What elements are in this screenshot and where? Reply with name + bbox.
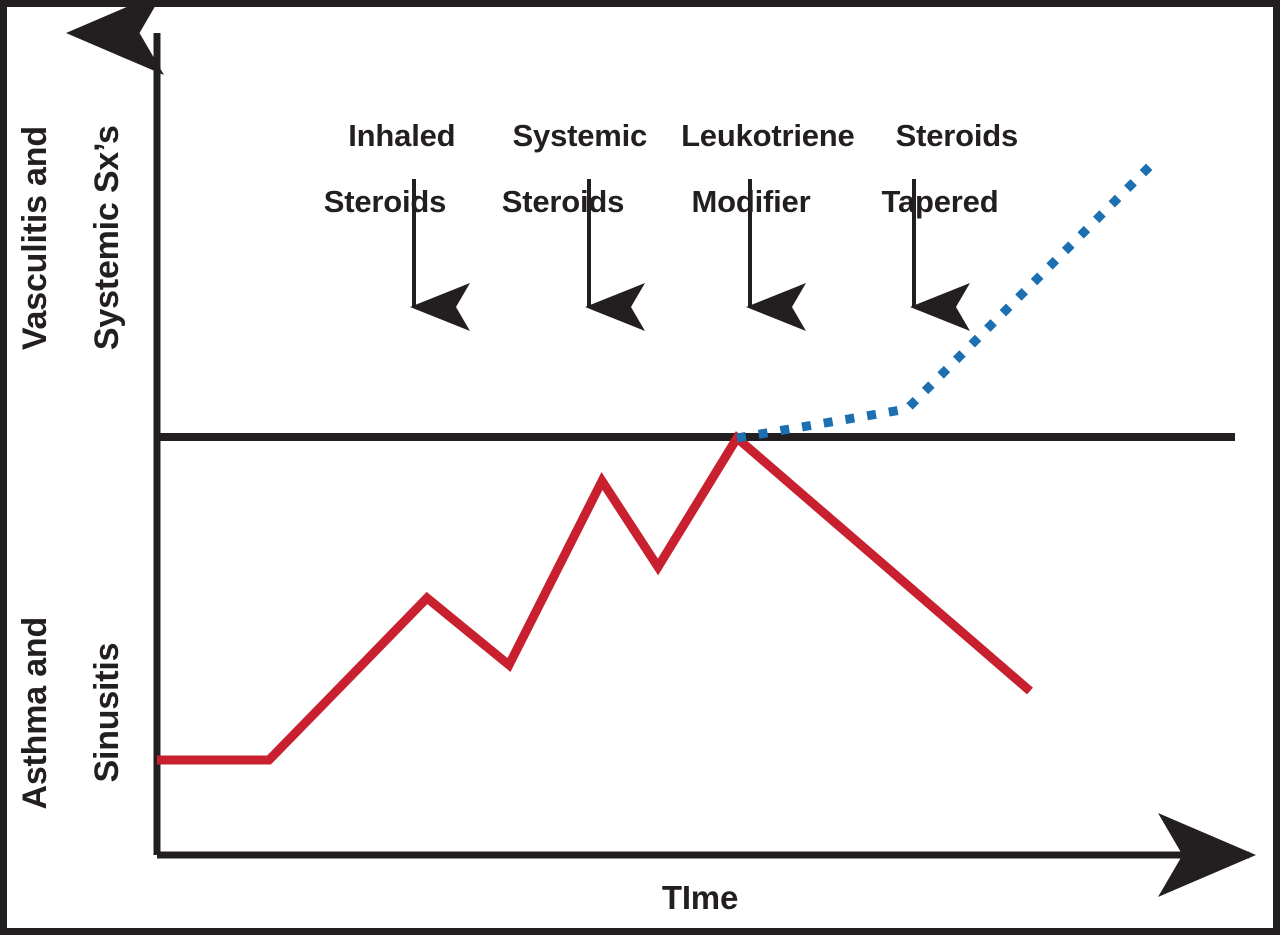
diagram-canvas	[66, 7, 1256, 897]
y-axis-label-asthma: Asthma and Sinusitis	[7, 601, 161, 861]
annotation-systemic-steroids-line2: Steroids	[501, 183, 625, 219]
y-axis-label-vasculitis: Vasculitis and Systemic Sx’s	[7, 125, 161, 387]
annotation-leukotriene-modifier-line2: Modifier	[691, 183, 811, 219]
annotation-leukotriene-modifier-line1: Leukotriene	[681, 117, 855, 153]
annotation-steroids-tapered-line2: Tapered	[881, 183, 999, 219]
y-axis-label-vasculitis-line1: Vasculitis and	[15, 126, 54, 351]
annotation-leukotriene-modifier: Leukotriene Modifier	[621, 87, 881, 284]
annotation-inhaled-steroids-line1: Inhaled	[348, 117, 456, 153]
y-axis-label-asthma-line2: Sinusitis	[88, 642, 127, 783]
annotation-steroids-tapered-line1: Steroids	[895, 117, 1019, 153]
x-axis-label: TIme	[661, 879, 739, 916]
asthma-sinusitis-line	[157, 431, 1033, 765]
annotation-inhaled-steroids-line2: Steroids	[323, 183, 447, 219]
y-axis-label-asthma-line1: Asthma and	[15, 616, 54, 810]
y-axis-label-vasculitis-line2: Systemic Sx’s	[88, 125, 127, 351]
annotation-systemic-steroids-line1: Systemic	[512, 117, 648, 153]
annotation-steroids-tapered: Steroids Tapered	[810, 87, 1070, 284]
annotation-arrows-group	[410, 179, 970, 331]
annotation-systemic-steroids: Systemic Steroids	[433, 87, 693, 284]
annotation-inhaled-steroids: Inhaled Steroids	[255, 87, 515, 284]
